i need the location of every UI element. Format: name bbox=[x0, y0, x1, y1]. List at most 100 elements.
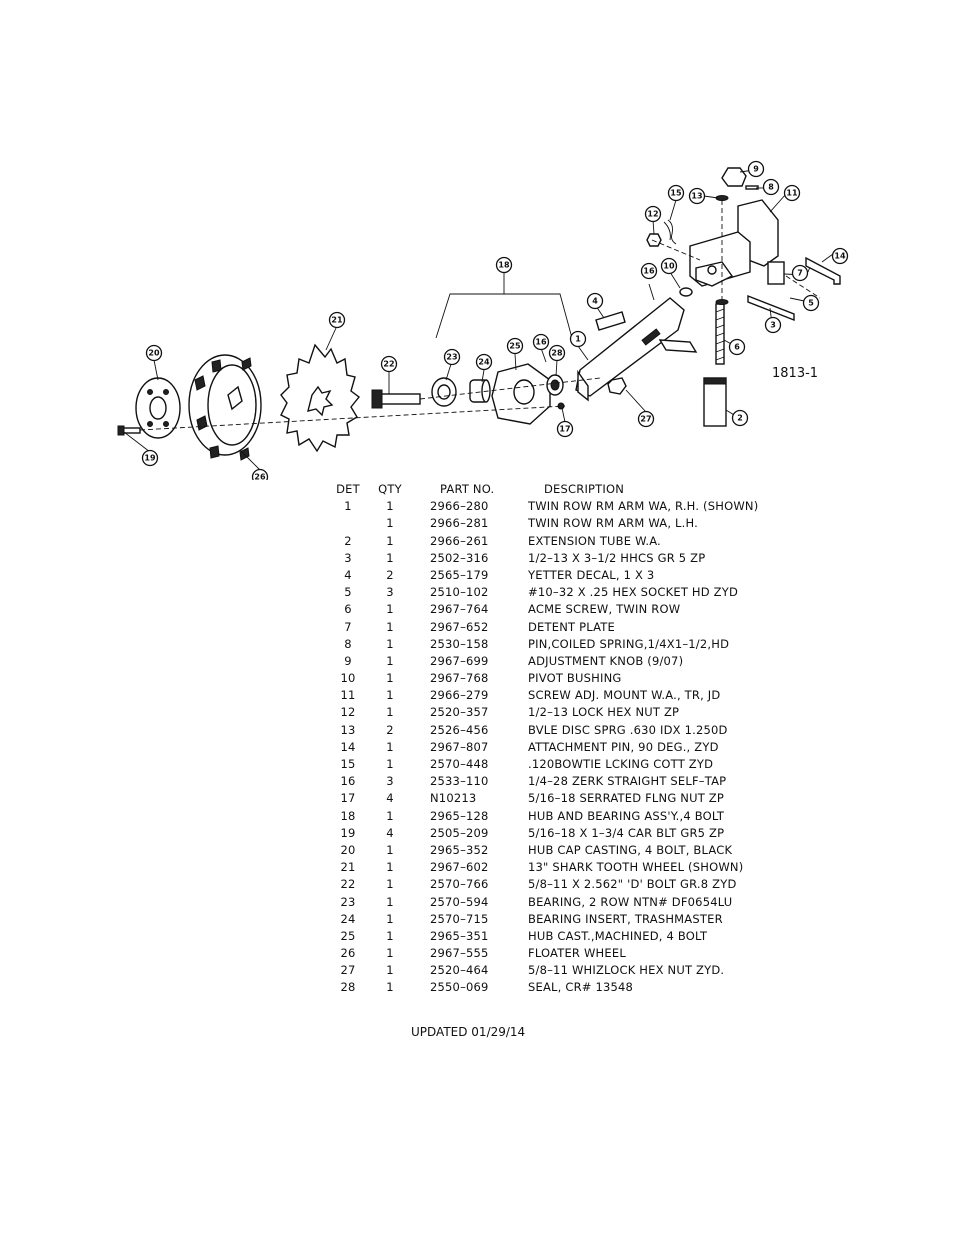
callout-16a: 16 bbox=[640, 262, 658, 280]
cell-part-no: 2533–110 bbox=[430, 774, 489, 789]
cell-part-no: N10213 bbox=[430, 791, 477, 806]
cell-part-no: 2965–352 bbox=[430, 842, 489, 857]
cell-part-no: 2967–555 bbox=[430, 946, 489, 961]
callout-4: 4 bbox=[586, 292, 604, 310]
svg-text:2: 2 bbox=[737, 414, 743, 423]
callout-12: 12 bbox=[644, 205, 662, 223]
cell-description: PIVOT BUSHING bbox=[528, 671, 622, 686]
cell-part-no: 2965–128 bbox=[430, 808, 489, 823]
cell-det: 11 bbox=[340, 688, 356, 703]
svg-text:20: 20 bbox=[148, 349, 160, 358]
cell-det: 18 bbox=[340, 808, 356, 823]
callout-24: 24 bbox=[475, 353, 493, 371]
svg-text:18: 18 bbox=[498, 261, 510, 270]
cell-qty: 1 bbox=[386, 636, 394, 651]
shark-tooth-wheel bbox=[280, 343, 360, 453]
cell-det: 27 bbox=[340, 963, 356, 978]
cell-description: BEARING, 2 ROW NTN# DF0654LU bbox=[528, 894, 733, 909]
cell-det: 8 bbox=[344, 636, 352, 651]
cell-qty: 1 bbox=[386, 499, 394, 514]
callout-28: 28 bbox=[548, 344, 566, 362]
cell-description: SEAL, CR# 13548 bbox=[528, 980, 634, 995]
cell-det: 4 bbox=[344, 567, 352, 582]
cell-description: YETTER DECAL, 1 X 3 bbox=[528, 567, 655, 582]
cell-det: 13 bbox=[340, 722, 356, 737]
callout-2: 2 bbox=[731, 409, 749, 427]
cell-description: BVLE DISC SPRG .630 IDX 1.250D bbox=[528, 722, 728, 737]
cell-det: 3 bbox=[344, 550, 352, 565]
detent-plate bbox=[767, 261, 785, 285]
hub-cap-casting bbox=[135, 377, 181, 439]
lock-hex-nut bbox=[646, 233, 662, 247]
cell-part-no: 2520–464 bbox=[430, 963, 489, 978]
cell-det: 12 bbox=[340, 705, 356, 720]
cell-part-no: 2965–351 bbox=[430, 928, 489, 943]
callout-15: 15 bbox=[667, 184, 685, 202]
bowtie-cotter bbox=[663, 219, 677, 245]
callout-8: 8 bbox=[762, 178, 780, 196]
svg-text:14: 14 bbox=[834, 252, 846, 261]
svg-text:16: 16 bbox=[643, 267, 655, 276]
cell-det: 7 bbox=[344, 619, 352, 634]
hub-casting bbox=[491, 363, 551, 425]
cell-part-no: 2520–357 bbox=[430, 705, 489, 720]
callout-bubbles: 1 2 3 4 5 6 7 8 9 10 11 12 13 14 15 16 1… bbox=[141, 160, 849, 480]
cell-qty: 1 bbox=[386, 963, 394, 978]
cell-det: 15 bbox=[340, 757, 356, 771]
cell-part-no: 2565–179 bbox=[430, 567, 489, 582]
cell-det: 14 bbox=[340, 739, 356, 754]
cell-part-no: 2570–448 bbox=[430, 757, 489, 771]
cell-part-no: 2967–602 bbox=[430, 860, 489, 875]
cell-qty: 1 bbox=[386, 928, 394, 943]
d-bolt bbox=[371, 389, 421, 409]
cell-qty: 1 bbox=[386, 705, 394, 720]
cell-qty: 3 bbox=[386, 585, 394, 600]
cell-part-no: 2550–069 bbox=[430, 980, 489, 995]
svg-text:27: 27 bbox=[640, 415, 651, 424]
callout-9: 9 bbox=[747, 160, 765, 178]
cell-description: 5/8–11 WHIZLOCK HEX NUT ZYD. bbox=[528, 963, 725, 978]
exploded-parts-diagram: 1 2 3 4 5 6 7 8 9 10 11 12 13 14 15 16 1… bbox=[117, 160, 849, 480]
svg-text:1: 1 bbox=[575, 335, 581, 344]
cell-description: PIN,COILED SPRING,1/4X1–1/2,HD bbox=[528, 636, 730, 651]
cell-qty: 1 bbox=[386, 980, 394, 995]
cell-part-no: 2967–807 bbox=[430, 739, 489, 754]
svg-text:25: 25 bbox=[509, 342, 521, 351]
svg-text:21: 21 bbox=[331, 316, 343, 325]
cell-qty: 1 bbox=[386, 533, 394, 548]
svg-text:3: 3 bbox=[770, 321, 776, 330]
cell-qty: 1 bbox=[386, 516, 394, 531]
cell-part-no: 2530–158 bbox=[430, 636, 489, 651]
callout-5: 5 bbox=[802, 294, 820, 312]
hex-bolt bbox=[747, 294, 795, 322]
cell-qty: 1 bbox=[386, 688, 394, 703]
cell-description: 1/2–13 X 3–1/2 HHCS GR 5 ZP bbox=[528, 550, 706, 565]
cell-det: 23 bbox=[340, 894, 356, 909]
cell-qty: 1 bbox=[386, 602, 394, 617]
cell-det: 9 bbox=[344, 653, 352, 668]
svg-text:11: 11 bbox=[786, 189, 798, 198]
cell-description: ACME SCREW, TWIN ROW bbox=[528, 602, 681, 617]
cell-description: FLOATER WHEEL bbox=[528, 946, 626, 961]
bearing bbox=[431, 377, 457, 407]
cell-det: 1 bbox=[344, 499, 352, 514]
cell-det: 2 bbox=[344, 533, 352, 548]
cell-det: 25 bbox=[340, 928, 356, 943]
cell-det: 22 bbox=[340, 877, 356, 892]
carriage-bolt bbox=[117, 425, 141, 436]
callout-3: 3 bbox=[764, 316, 782, 334]
cell-part-no: 2570–715 bbox=[430, 911, 489, 926]
cell-description: 1/2–13 LOCK HEX NUT ZP bbox=[528, 705, 680, 720]
cell-qty: 1 bbox=[386, 842, 394, 857]
cell-part-no: 2967–699 bbox=[430, 653, 489, 668]
cell-qty: 4 bbox=[386, 791, 394, 806]
callout-20: 20 bbox=[145, 344, 163, 362]
callout-10: 10 bbox=[660, 257, 678, 275]
cell-det: 5 bbox=[344, 585, 352, 600]
updated-date: UPDATED 01/29/14 bbox=[411, 1025, 526, 1039]
svg-text:22: 22 bbox=[383, 360, 394, 369]
rm-arm bbox=[575, 297, 698, 402]
cell-qty: 4 bbox=[386, 825, 394, 840]
header-description: DESCRIPTION bbox=[544, 482, 625, 496]
svg-text:23: 23 bbox=[446, 353, 457, 362]
